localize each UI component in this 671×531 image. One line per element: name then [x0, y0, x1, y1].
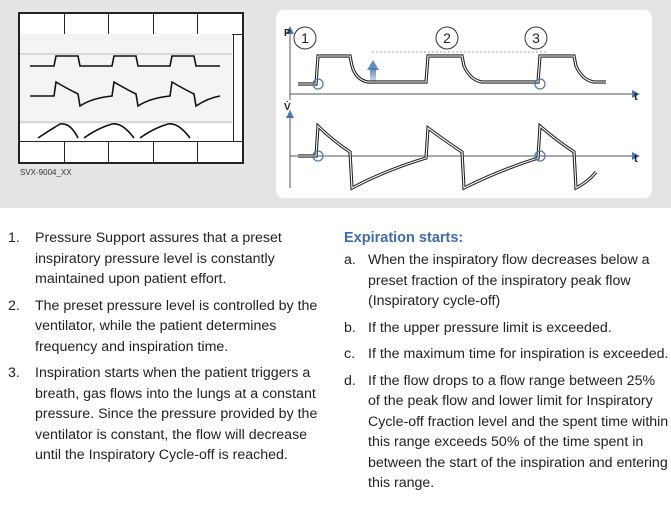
list-number: 2. — [8, 297, 20, 314]
pressure-time-label: t — [634, 91, 638, 103]
list-text: The preset pressure level is controlled … — [35, 297, 318, 355]
list-number: 1. — [8, 230, 20, 246]
pressure-support-list: 1. Pressure Support assures that a prese… — [8, 228, 328, 472]
list-item: 1. Pressure Support assures that a prese… — [8, 228, 328, 290]
list-item: d. If the flow drops to a flow range bet… — [344, 371, 669, 494]
trigger-arrow — [370, 68, 376, 84]
list-item: a. When the inspiratory flow decreases b… — [344, 250, 669, 312]
list-text: If the upper pressure limit is exceeded. — [368, 319, 612, 336]
list-item: b. If the upper pressure limit is exceed… — [344, 318, 669, 339]
list-letter: d. — [344, 372, 356, 389]
marker-3: 3 — [532, 30, 540, 46]
list-text: Inspiration starts when the patient trig… — [35, 365, 318, 463]
list-text: When the inspiratory flow decreases belo… — [368, 252, 650, 309]
monitor-top-buttons — [20, 14, 242, 35]
list-item: 2. The preset pressure level is controll… — [8, 296, 328, 358]
list-item: c. If the maximum time for inspiration i… — [344, 344, 669, 365]
marker-1: 1 — [301, 30, 309, 46]
monitor-wave-area — [20, 34, 232, 124]
list-letter: c. — [344, 346, 356, 362]
list-text: If the maximum time for inspiration is e… — [368, 346, 669, 362]
monitor-bottom-buttons — [20, 141, 242, 162]
pressure-flow-diagram: P t 1 2 3 V̇ t — [276, 10, 652, 198]
monitor-code-label: SVX-9004_XX — [20, 168, 72, 177]
ventilator-monitor-illustration — [18, 12, 244, 164]
list-number: 3. — [8, 365, 20, 381]
pressure-axis-label: P — [284, 28, 291, 39]
expiration-section: Expiration starts: a. When the inspirato… — [344, 228, 669, 500]
expiration-heading: Expiration starts: — [344, 230, 464, 246]
list-text: Pressure Support assures that a preset i… — [35, 230, 282, 287]
flow-time-label: t — [634, 153, 638, 165]
monitor-waveforms — [20, 53, 232, 139]
list-item: 3. Inspiration starts when the patient t… — [8, 363, 328, 466]
list-letter: a. — [344, 252, 356, 268]
list-text: If the flow drops to a flow range betwee… — [368, 372, 669, 492]
flow-axis-label: V̇ — [284, 101, 291, 113]
pressure-waveform — [298, 54, 606, 86]
list-letter: b. — [344, 319, 356, 336]
marker-2: 2 — [443, 30, 451, 46]
monitor-side-panel — [233, 34, 242, 142]
